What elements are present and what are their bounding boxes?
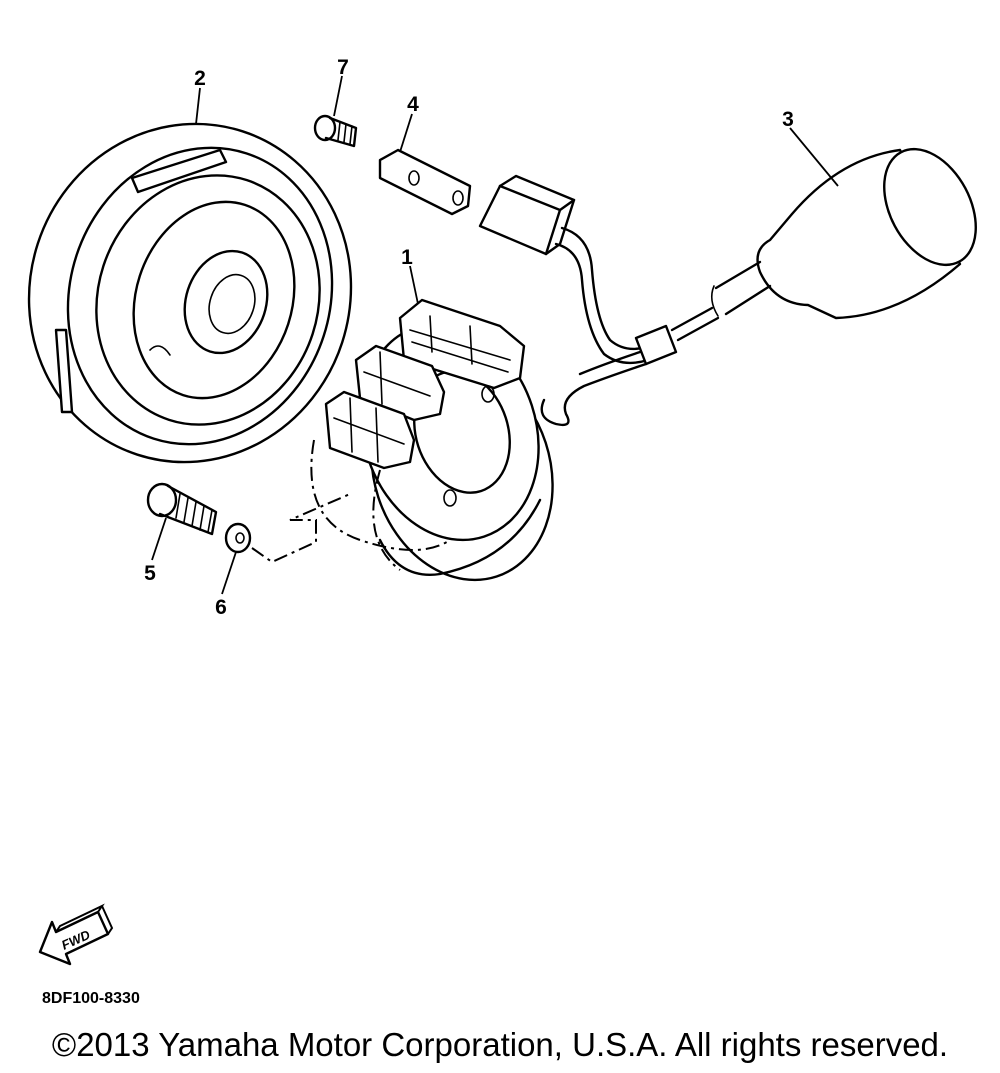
callout-5: 5: [144, 562, 156, 585]
clamp-part: [378, 148, 472, 216]
callout-1: 1: [401, 246, 413, 269]
screw-part: [313, 114, 358, 148]
exploded-parts-diagram: 2 7 4 3 1 5 6 FWD: [27, 56, 977, 966]
leader-lines: [151, 75, 839, 595]
washer-part: [224, 522, 252, 554]
connector-block: [478, 174, 678, 427]
catalog-code: 8DF100-8330: [42, 990, 140, 1007]
copyright-notice: ©2013 Yamaha Motor Corporation, U.S.A. A…: [51, 1026, 949, 1063]
fwd-arrow-icon: FWD: [38, 903, 114, 966]
stator-part: [310, 298, 554, 582]
pickup-coil-part: [670, 147, 977, 342]
rotor-part: [27, 122, 353, 464]
callout-7: 7: [337, 56, 349, 79]
callout-4: 4: [407, 93, 419, 116]
callout-3: 3: [782, 108, 794, 131]
callout-6: 6: [215, 596, 227, 619]
bolt-part: [146, 482, 218, 536]
callout-2: 2: [194, 67, 206, 90]
assembly-guide-line: [251, 493, 351, 564]
